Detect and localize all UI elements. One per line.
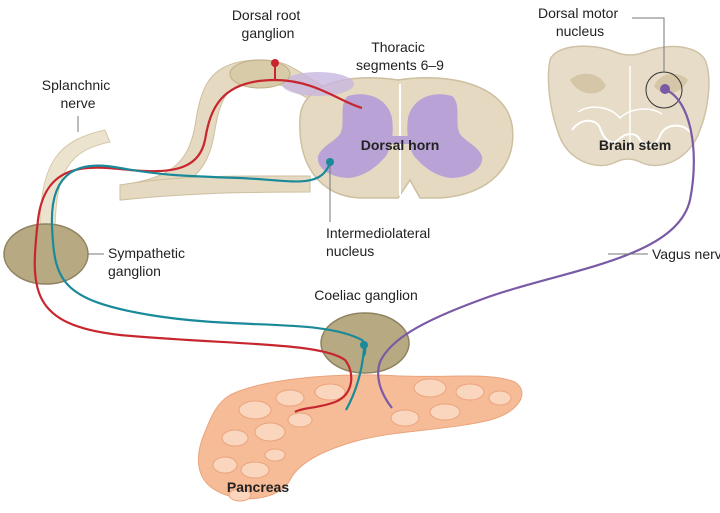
label-intermediolateral-nucleus: Intermediolateral nucleus xyxy=(326,225,434,259)
coeliac-synapse-cell xyxy=(360,341,368,349)
dorsal-motor-nucleus-cell xyxy=(660,84,670,94)
label-sympathetic-ganglion: Sympathetic ganglion xyxy=(108,245,189,279)
label-vagus-nerve: Vagus nerve xyxy=(652,246,720,262)
label-dorsal-motor-nucleus: Dorsal motor nucleus xyxy=(538,5,622,39)
splanchnic-nerve-descending xyxy=(40,130,110,230)
sympathetic-ganglion xyxy=(4,224,88,284)
label-brain-stem: Brain stem xyxy=(599,137,671,153)
label-thoracic-segments: Thoracic segments 6–9 xyxy=(356,39,444,73)
dorsal-root-overlay xyxy=(282,72,354,96)
label-coeliac-ganglion: Coeliac ganglion xyxy=(314,287,418,303)
label-dorsal-horn: Dorsal horn xyxy=(361,137,440,153)
label-dorsal-root-ganglion: Dorsal root ganglion xyxy=(232,7,304,41)
intermediolateral-nucleus-cell xyxy=(326,158,334,166)
dorsal-root-ganglion-cell xyxy=(271,59,279,67)
label-pancreas: Pancreas xyxy=(227,479,289,495)
label-splanchnic-nerve: Splanchnic nerve xyxy=(42,77,114,111)
dorsal-root-ganglion xyxy=(230,60,290,88)
